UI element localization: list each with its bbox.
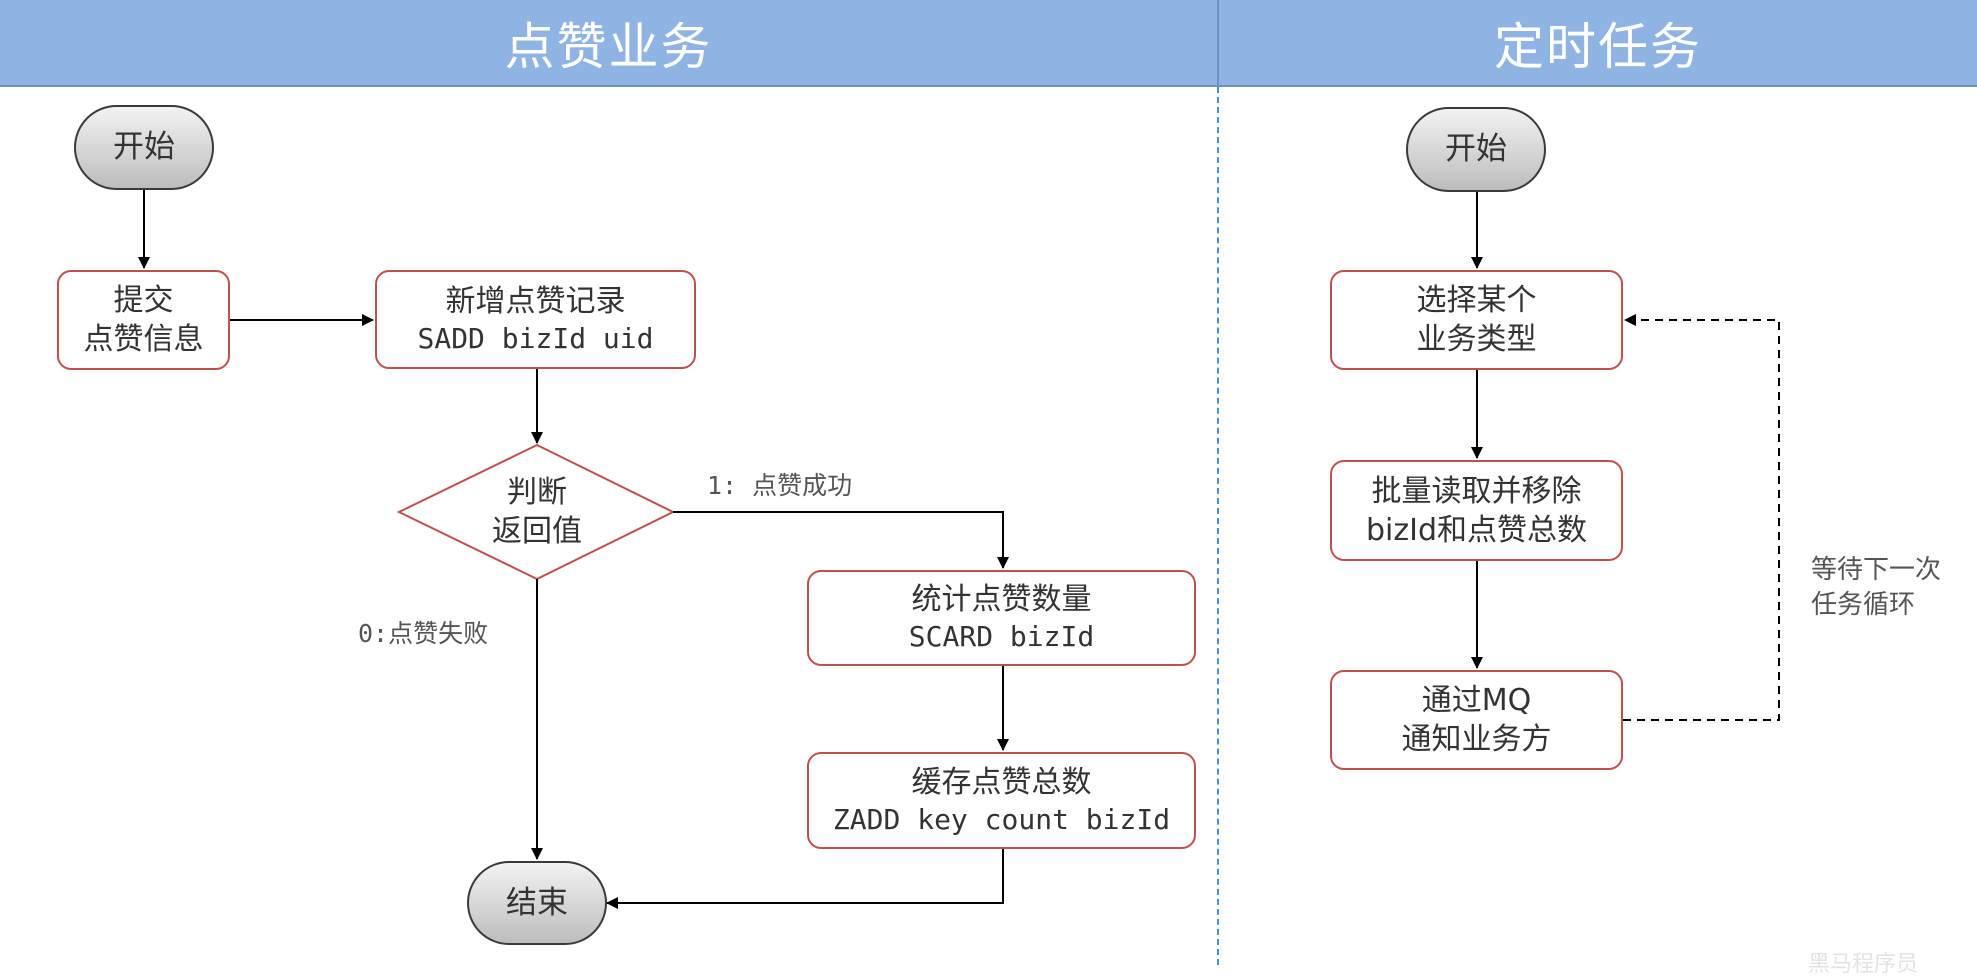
loop-label-line-2: 任务循环: [1811, 590, 1916, 621]
judge-line-2: 返回值: [492, 514, 582, 549]
arrow-loop-back: [1623, 314, 1780, 721]
submit-line-2: 点赞信息: [83, 322, 204, 357]
notify-line-2: 通知业务方: [1401, 722, 1552, 757]
cache-title: 缓存点赞总数: [911, 764, 1092, 800]
loop-label: 等待下一次 任务循环: [1811, 553, 1941, 623]
start-label: 开始: [113, 129, 175, 166]
lane-header-scheduled-task: 定时任务: [1219, 0, 1977, 87]
choose-business-box: 选择某个 业务类型: [1330, 270, 1623, 370]
submit-like-box: 提交 点赞信息: [57, 270, 230, 370]
notify-mq-box: 通过MQ 通知业务方: [1330, 670, 1623, 770]
end-label: 结束: [506, 884, 568, 921]
submit-line-1: 提交: [113, 283, 174, 318]
add-record-title: 新增点赞记录: [445, 283, 626, 319]
choose-line-2: 业务类型: [1416, 322, 1537, 357]
header-divider: [1217, 0, 1219, 87]
task-start-terminal: 开始: [1406, 107, 1546, 192]
arrow-judge-to-count: [673, 511, 1009, 569]
batch-read-box: 批量读取并移除 bizId和点赞总数: [1330, 460, 1623, 561]
batch-line-1: 批量读取并移除: [1371, 473, 1582, 509]
cache-command: ZADD key count bizId: [832, 802, 1171, 836]
watermark: 黑马程序员: [1808, 952, 1919, 977]
notify-line-1: 通过MQ: [1421, 683, 1532, 718]
lane-divider: [1217, 87, 1219, 965]
lane-header-like-business: 点赞业务: [0, 0, 1217, 87]
cache-total-box: 缓存点赞总数 ZADD key count bizId: [807, 752, 1196, 849]
task-start-label: 开始: [1445, 131, 1507, 168]
count-likes-box: 统计点赞数量 SCARD bizId: [807, 570, 1196, 666]
count-title: 统计点赞数量: [911, 582, 1092, 618]
arrow-cache-to-end: [606, 849, 1004, 909]
batch-line-2: bizId和点赞总数: [1365, 512, 1587, 548]
end-terminal: 结束: [467, 861, 607, 945]
judge-line-1: 判断: [507, 475, 567, 510]
start-terminal: 开始: [74, 105, 214, 190]
success-edge-label: 1: 点赞成功: [707, 471, 853, 500]
loop-label-line-1: 等待下一次: [1811, 555, 1942, 585]
add-record-command: SADD bizId uid: [417, 321, 654, 355]
fail-edge-label: 0:点赞失败: [358, 619, 489, 648]
judge-text: 判断 返回值: [437, 466, 637, 558]
add-record-box: 新增点赞记录 SADD bizId uid: [375, 270, 696, 369]
choose-line-1: 选择某个: [1416, 283, 1537, 318]
count-command: SCARD bizId: [908, 620, 1095, 654]
